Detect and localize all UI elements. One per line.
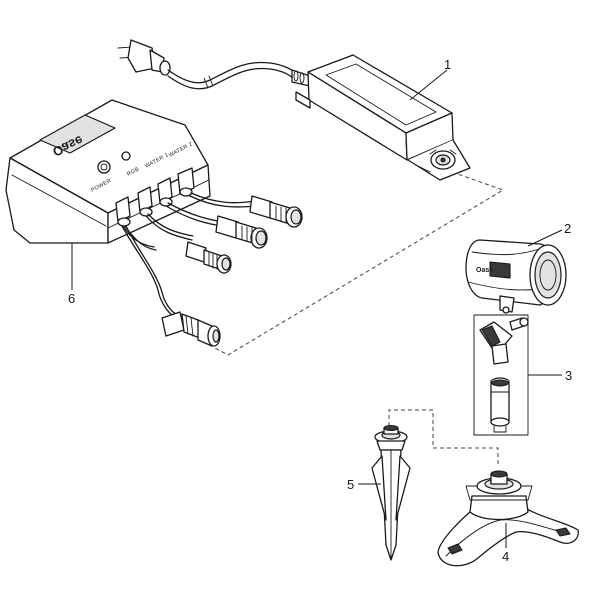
spotlight-logo: Oase bbox=[476, 267, 493, 274]
callout-3: 3 bbox=[565, 368, 572, 383]
spotlight: Oase bbox=[465, 239, 567, 314]
callout-6: 6 bbox=[68, 291, 75, 306]
callout-numbers: 1 2 3 4 5 6 bbox=[68, 57, 572, 564]
power-supply bbox=[117, 39, 471, 181]
callout-4: 4 bbox=[502, 549, 509, 564]
ground-spike bbox=[371, 424, 411, 561]
mount-clamp bbox=[473, 314, 529, 436]
callout-2: 2 bbox=[564, 221, 571, 236]
callout-5: 5 bbox=[347, 477, 354, 492]
callout-leaders bbox=[71, 69, 563, 548]
controller-unit: Oase POWER RGB WATER 1 WATER 2 bbox=[5, 99, 257, 319]
base-stand bbox=[437, 470, 579, 567]
callout-1: 1 bbox=[444, 57, 451, 72]
port-label-rgb: RGB bbox=[126, 166, 140, 177]
cable-connectors bbox=[161, 195, 303, 347]
connection-paths bbox=[214, 171, 505, 466]
